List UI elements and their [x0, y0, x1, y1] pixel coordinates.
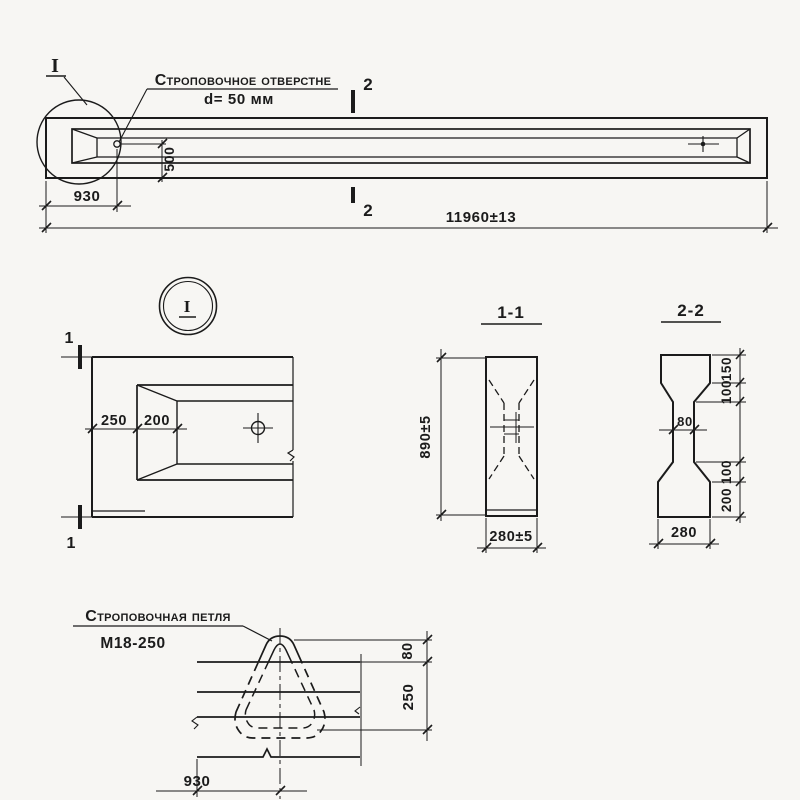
- node-dim-ticks: [87, 423, 183, 434]
- callout-circle-inner: [162, 280, 214, 332]
- dim-overall-text: 11960±13: [446, 209, 517, 226]
- s11-crosshair: [490, 412, 534, 443]
- s22-dim-web-text: 80: [677, 414, 693, 429]
- loop-mark: М18-250: [100, 635, 165, 652]
- dim-500-text: 500: [161, 146, 177, 171]
- s22-dim-200-text: 200: [719, 488, 734, 512]
- section-2-label-top: 2: [363, 75, 372, 94]
- dim-930-text: 930: [74, 188, 101, 205]
- s22-right-dim-ticks: [735, 349, 745, 522]
- detail-circle: [36, 99, 122, 185]
- s11-dim-height-ext: [436, 357, 486, 516]
- node-dim-250-text: 250: [101, 413, 127, 429]
- s11-dim-width-ticks: [481, 542, 543, 553]
- node-dim-200-text: 200: [144, 413, 170, 429]
- loop-outer-solid: [257, 635, 303, 662]
- beam-inner-lines: [97, 137, 737, 158]
- section-1-1: [436, 323, 546, 553]
- loop-dim-930-text: 930: [184, 773, 211, 790]
- s11-dim-width-text: 280±5: [489, 529, 532, 545]
- elevation-view: [36, 75, 778, 233]
- loop-inner-solid: [267, 643, 293, 662]
- node-hole-cross: [243, 413, 273, 443]
- section-1-cut-lines: [61, 356, 92, 518]
- loop-dim-930-ticks: [192, 785, 286, 796]
- loop-beam-break-left: [191, 716, 199, 730]
- hole-note-line1: Строповочное отверстне: [155, 72, 332, 89]
- detail-i-view: [61, 276, 295, 529]
- loop-dim-80-text: 80: [400, 642, 416, 659]
- beam-outline: [45, 117, 768, 179]
- section-1-label-top: 1: [65, 330, 74, 347]
- hole-note-line2: d= 50 мм: [204, 91, 274, 108]
- loop-detail: [73, 625, 433, 799]
- lifting-hole-right-cross: [688, 136, 719, 152]
- s11-dim-height-ticks: [436, 352, 447, 520]
- s22-dim-web-ticks: [668, 424, 700, 435]
- detail-marker-label: I: [51, 55, 59, 77]
- loop-right-dim-ticks: [422, 634, 433, 735]
- loop-label-leader: [242, 625, 273, 642]
- dim-overall-ticks: [41, 222, 773, 233]
- s22-dim-width-ticks: [653, 538, 716, 549]
- s22-dim-150-text: 150: [719, 357, 734, 381]
- node-right-cut: [286, 357, 295, 517]
- callout-circle-outer: [158, 276, 218, 336]
- beam-end-chamfers: [71, 128, 751, 164]
- section-2-label-bottom: 2: [363, 201, 372, 220]
- detail-marker-leader: [63, 76, 88, 106]
- dim-930-ticks: [41, 200, 123, 211]
- s22-dim-width-text: 280: [671, 525, 697, 541]
- loop-ext-lines: [294, 639, 432, 731]
- s22-outline: [657, 354, 711, 518]
- loop-beam-lines: [197, 661, 360, 758]
- loop-dim-250-text: 250: [400, 684, 417, 711]
- node-chamfer: [136, 384, 293, 481]
- beam-recess: [71, 128, 751, 164]
- section-1-label-bottom: 1: [67, 535, 76, 552]
- s22-right-ext-lines: [696, 354, 746, 518]
- section-2-2: [649, 321, 746, 549]
- node-recess: [136, 384, 293, 481]
- node-outline: [91, 356, 293, 518]
- hole-note-leader: [118, 88, 148, 143]
- s22-dim-100t-text: 100: [719, 380, 734, 404]
- s11-dim-height-text: 890±5: [418, 415, 434, 458]
- callout-label: I: [184, 297, 191, 316]
- s11-outline: [485, 356, 538, 517]
- loop-beam-break-right: [354, 706, 361, 715]
- loop-label: Строповочная петля: [85, 608, 230, 625]
- s22-title: 2-2: [677, 301, 705, 320]
- s11-title: 1-1: [497, 303, 525, 322]
- dim-overall-ext: [45, 181, 768, 233]
- s22-dim-100b-text: 100: [719, 460, 734, 484]
- dim-500-ticks: [157, 138, 168, 183]
- dim-500-lines: [120, 140, 166, 182]
- s11-hidden-lines: [488, 379, 535, 480]
- loop-outer-hidden: [234, 662, 326, 739]
- loop-inner-hidden: [244, 662, 316, 729]
